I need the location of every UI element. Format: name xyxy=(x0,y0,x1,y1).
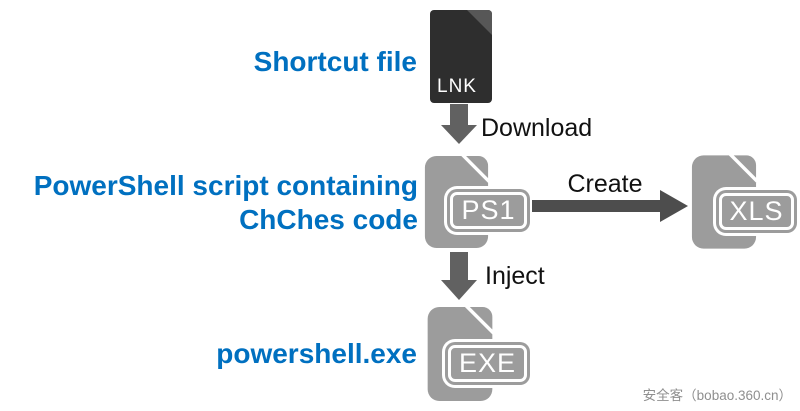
powershell-exe-label: powershell.exe xyxy=(216,338,417,369)
lnk-file-body xyxy=(430,10,492,103)
ps1-file-icon: PS1 xyxy=(423,153,530,251)
exe-badge: EXE xyxy=(445,342,530,385)
exe-file-type-text: EXE xyxy=(458,348,517,378)
ps1-file-type-text: PS1 xyxy=(461,195,516,225)
xls-file-type-text: XLS xyxy=(729,196,784,226)
download-arrow-icon xyxy=(441,104,477,149)
lnk-file-icon: LNK xyxy=(430,10,492,103)
exe-file-icon: EXE xyxy=(425,305,530,403)
powershell-script-label-line2: ChChes code xyxy=(239,204,418,235)
create-edge-label: Create xyxy=(567,170,643,198)
watermark-text: 安全客（bobao.360.cn） xyxy=(642,388,792,403)
xls-file-icon: XLS xyxy=(690,152,798,252)
inject-arrow-icon xyxy=(441,252,477,305)
create-arrow-icon xyxy=(532,190,688,227)
inject-edge-label: Inject xyxy=(485,262,545,290)
powershell-script-label: PowerShell script containing ChChes code xyxy=(0,169,418,237)
lnk-file-type-text: LNK xyxy=(437,76,477,97)
ps1-badge: PS1 xyxy=(447,189,530,232)
powershell-script-label-line1: PowerShell script containing xyxy=(33,170,418,201)
shortcut-file-label: Shortcut file xyxy=(253,46,417,77)
download-edge-label: Download xyxy=(481,114,593,142)
xls-badge: XLS xyxy=(716,190,797,233)
